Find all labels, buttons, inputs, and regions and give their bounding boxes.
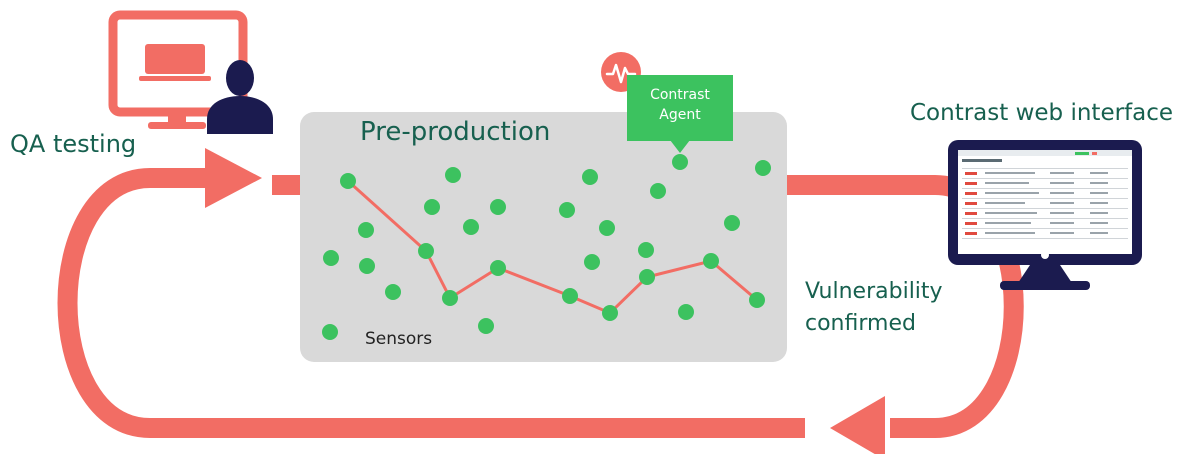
agent-pointer (670, 140, 690, 153)
sensor-dot (323, 250, 339, 266)
web-interface-monitor (948, 140, 1142, 290)
vulnerability-label-line2: confirmed (805, 311, 916, 336)
sensor-dot (463, 219, 479, 235)
pre-production-zone (300, 112, 787, 362)
sensor-dot (755, 160, 771, 176)
sensor-dot (582, 169, 598, 185)
sensor-dot (650, 183, 666, 199)
monitor-icon (948, 140, 1142, 290)
sensor-dot (385, 284, 401, 300)
sensor-dot (490, 260, 506, 276)
sensor-dot (359, 258, 375, 274)
sensor-dot (749, 292, 765, 308)
sensor-dot (602, 305, 618, 321)
sensor-dot (445, 167, 461, 183)
loop-left-arc (57, 168, 805, 438)
contrast-agent-box: Contrast Agent (627, 75, 733, 141)
sensor-dot (442, 290, 458, 306)
sensors-label: Sensors (365, 329, 433, 349)
contrast-web-interface-label: Contrast web interface (910, 100, 1174, 126)
loop-arrowhead-right (205, 148, 262, 208)
loop-arrowhead-left (830, 396, 885, 454)
sensor-dot (562, 288, 578, 304)
sensor-field (322, 160, 771, 340)
sensor-dot (322, 324, 338, 340)
sensor-dot (478, 318, 494, 334)
qa-testing-label: QA testing (10, 130, 137, 158)
sensor-dot (672, 154, 688, 170)
agent-label-line2: Agent (659, 107, 701, 123)
vulnerability-confirmed-label: Vulnerability confirmed (805, 276, 943, 340)
qa-workstation (108, 10, 273, 134)
sensor-dot (559, 202, 575, 218)
sensor-dot (638, 242, 654, 258)
sensor-dot (424, 199, 440, 215)
sensor-dot (703, 253, 719, 269)
pre-production-label: Pre-production (360, 117, 551, 147)
sensor-dot (599, 220, 615, 236)
sensor-dot (724, 215, 740, 231)
sensor-dot (490, 199, 506, 215)
sensor-dot (358, 222, 374, 238)
sensor-dot (340, 173, 356, 189)
sensor-dot (418, 243, 434, 259)
sensor-dot (678, 304, 694, 320)
vulnerability-label-line1: Vulnerability (805, 279, 943, 304)
sensor-dot (639, 269, 655, 285)
person-icon (207, 60, 273, 134)
sensor-dot (584, 254, 600, 270)
agent-label-line1: Contrast (650, 87, 710, 103)
